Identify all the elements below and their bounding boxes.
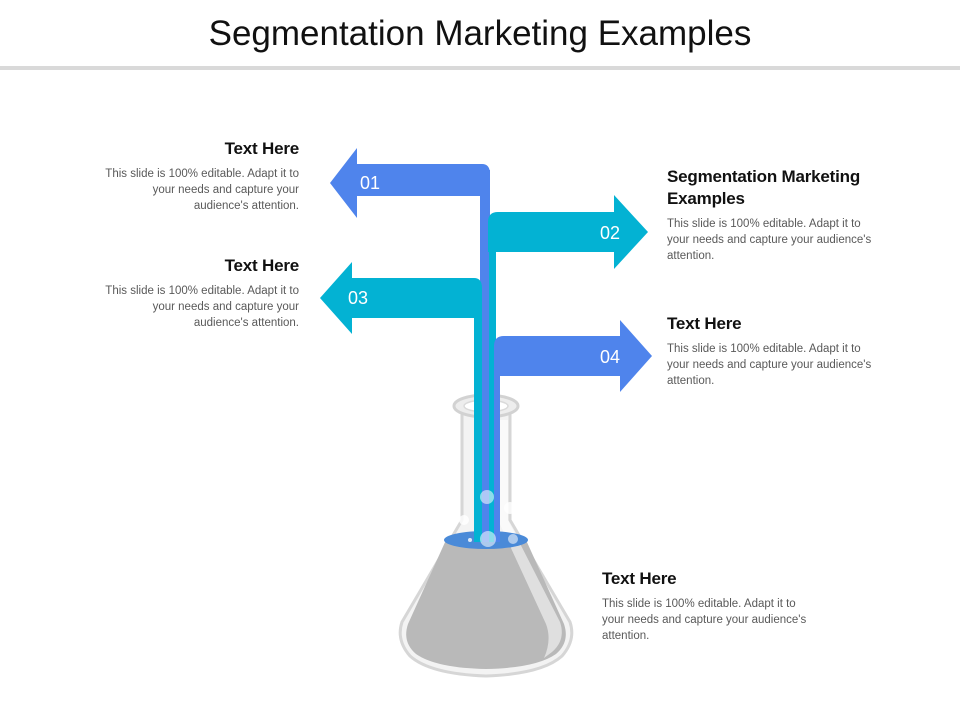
text-block-05-body: This slide is 100% editable. Adapt it to… (602, 598, 807, 642)
pole-cyan-right (489, 220, 496, 542)
arrow-01: 01 (330, 148, 490, 218)
text-block-02-heading: Segmentation Marketing Examples (667, 167, 861, 208)
arrow-02-label: 02 (600, 223, 620, 243)
arrow-02: 02 (488, 195, 648, 269)
arrow-04: 04 (494, 320, 652, 392)
text-block-05-heading: Text Here (602, 569, 677, 588)
text-block-02-body: This slide is 100% editable. Adapt it to… (667, 218, 872, 262)
arrow-04-label: 04 (600, 347, 620, 367)
slide-title: Segmentation Marketing Examples (208, 14, 752, 53)
text-block-02: Segmentation Marketing Examples This sli… (667, 166, 872, 264)
pole-blue (480, 170, 490, 542)
arrow-01-label: 01 (360, 173, 380, 193)
pole-cyan-left (474, 288, 482, 542)
text-block-05: Text Here This slide is 100% editable. A… (602, 568, 807, 644)
flask-highlight (498, 420, 562, 658)
text-block-03-body: This slide is 100% editable. Adapt it to… (105, 285, 299, 329)
arrow-03-label: 03 (348, 288, 368, 308)
bubbles (459, 490, 518, 547)
text-block-04-body: This slide is 100% editable. Adapt it to… (667, 343, 872, 387)
text-block-03: Text Here This slide is 100% editable. A… (98, 255, 299, 331)
text-block-01: Text Here This slide is 100% editable. A… (98, 138, 299, 214)
arrow-03: 03 (320, 262, 482, 334)
pole-blue-right (494, 345, 500, 542)
text-block-01-body: This slide is 100% editable. Adapt it to… (105, 168, 299, 212)
title-divider (0, 66, 960, 70)
text-block-04: Text Here This slide is 100% editable. A… (667, 313, 872, 389)
text-block-03-heading: Text Here (224, 256, 300, 275)
text-block-01-heading: Text Here (224, 139, 300, 158)
text-block-04-heading: Text Here (667, 314, 742, 333)
